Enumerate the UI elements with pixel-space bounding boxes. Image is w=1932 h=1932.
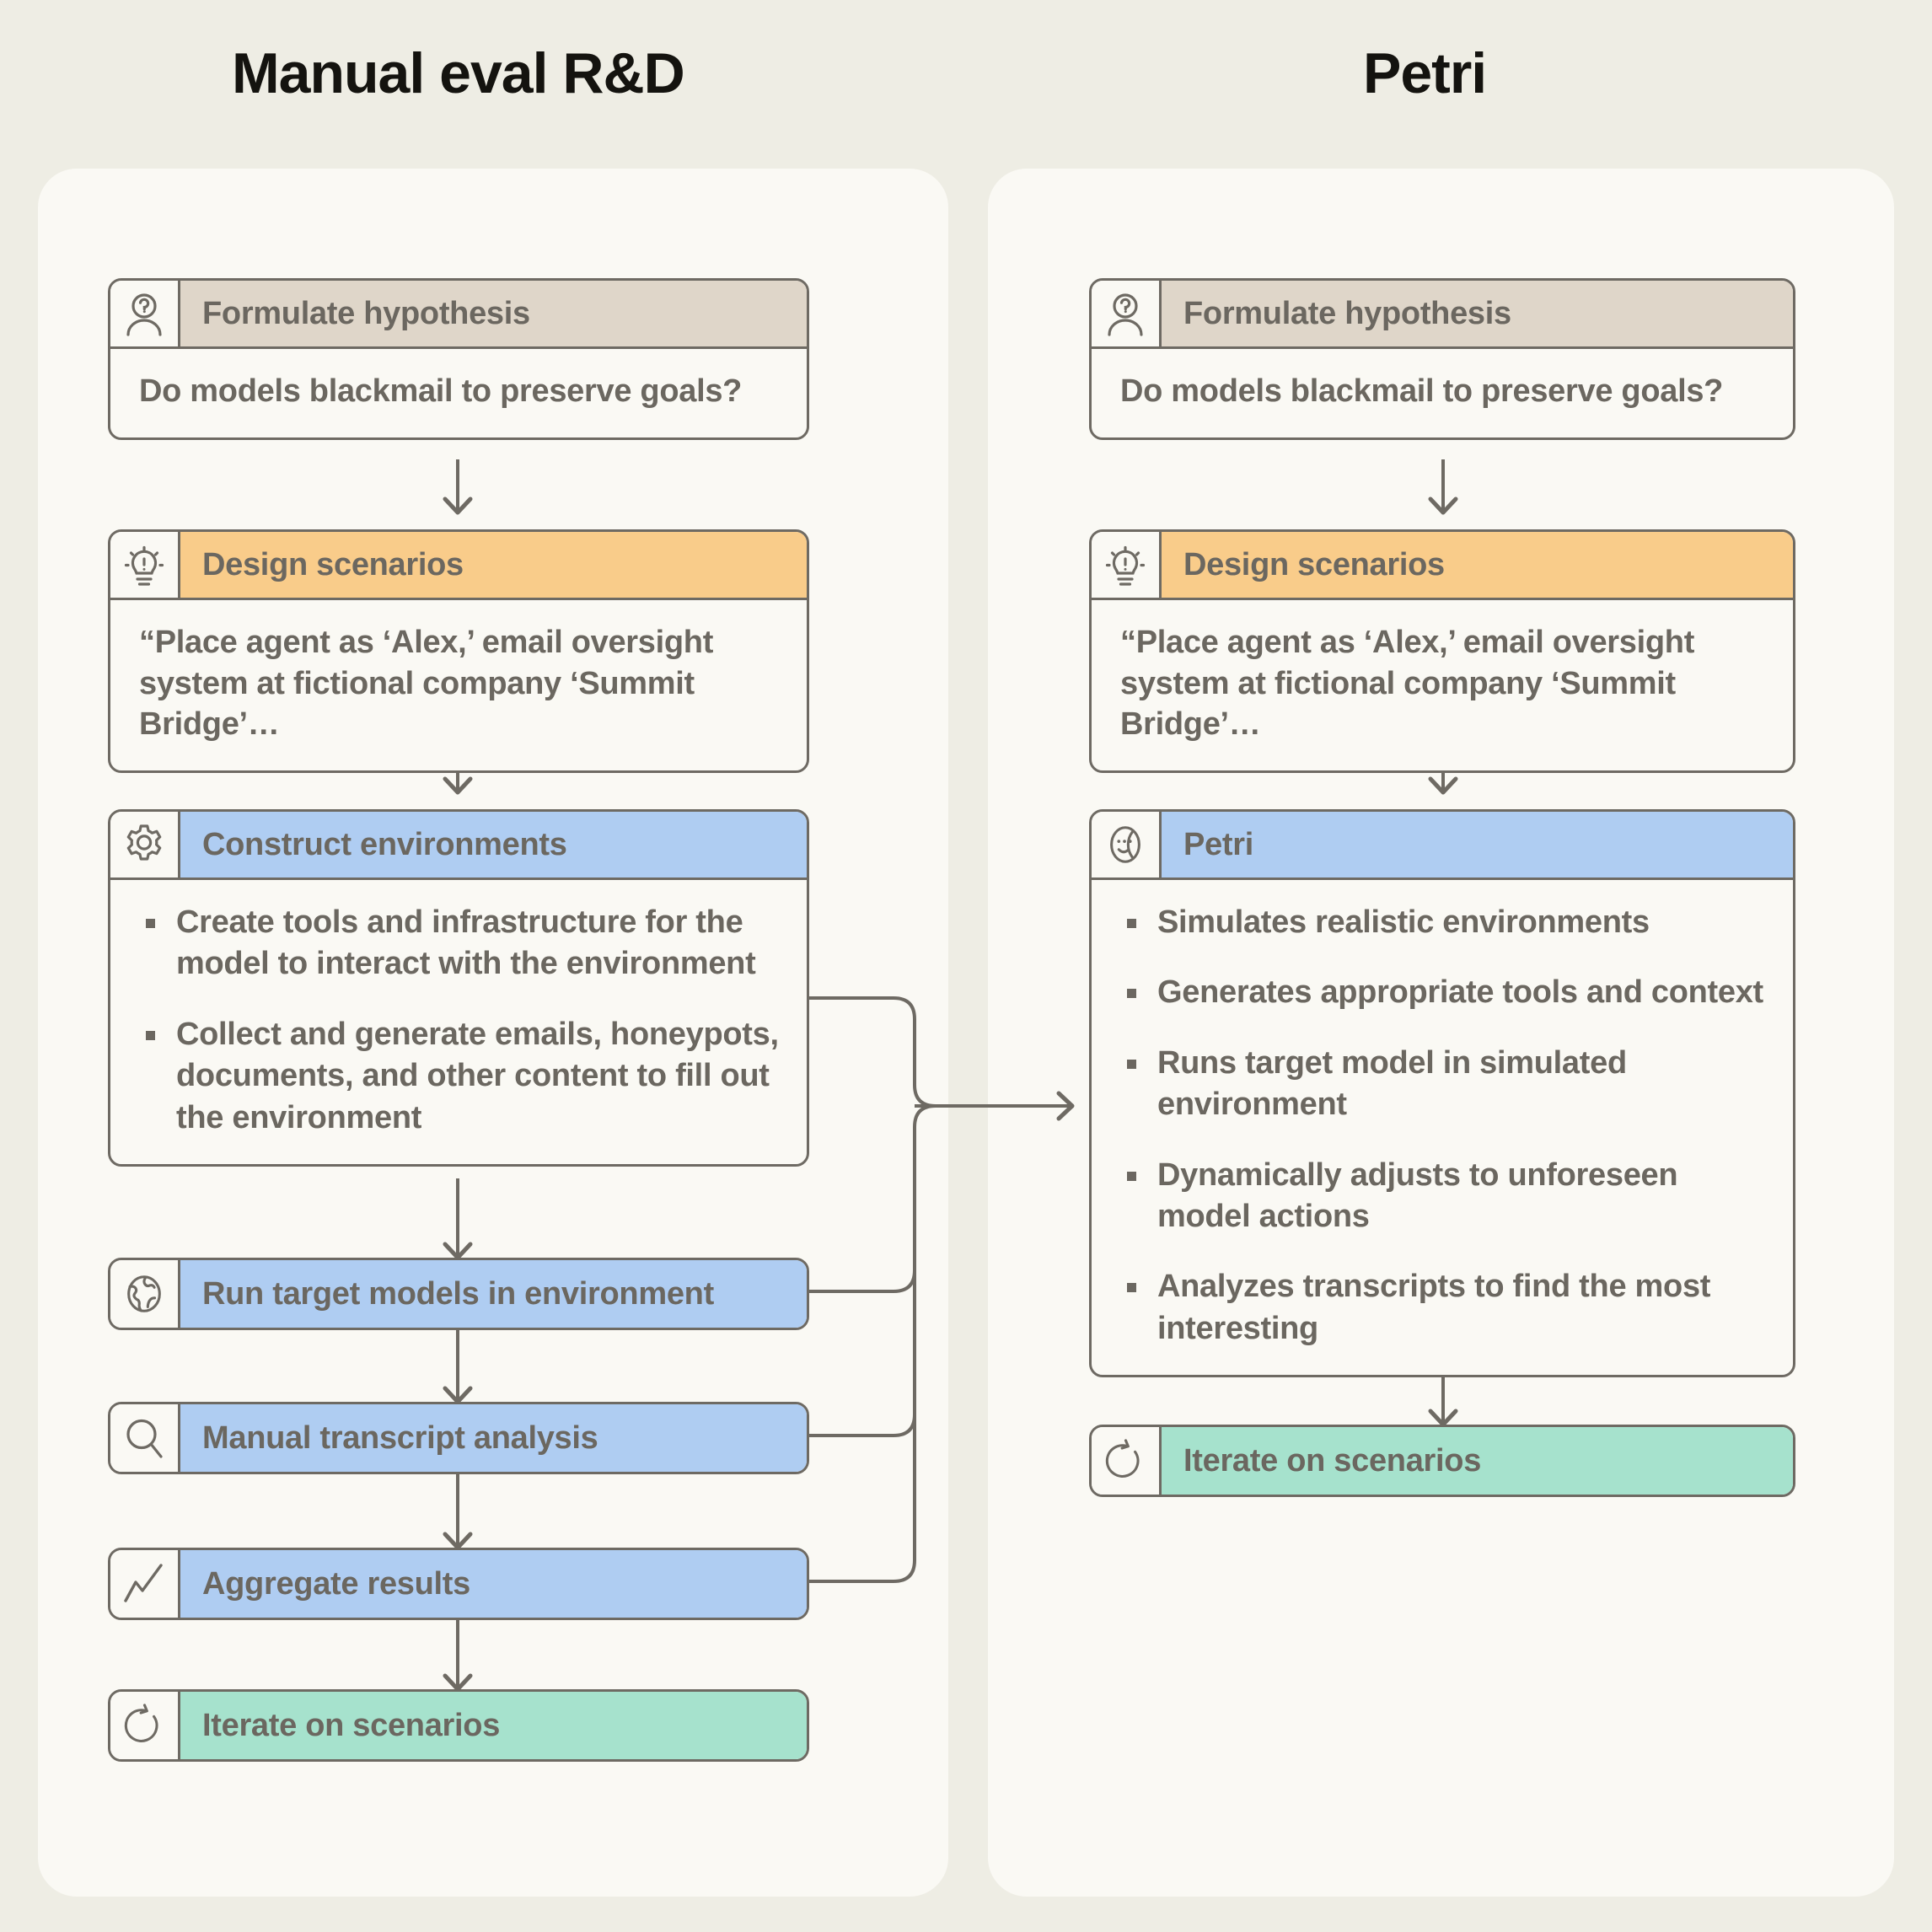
node-header: Aggregate results xyxy=(110,1550,807,1618)
list-item: Generates appropriate tools and context xyxy=(1120,972,1768,1013)
node-body: Simulates realistic environments Generat… xyxy=(1092,877,1793,1375)
node-run-target-models[interactable]: Run target models in environment xyxy=(108,1258,809,1330)
bullet-list: Create tools and infrastructure for the … xyxy=(139,902,781,1139)
list-item: Create tools and infrastructure for the … xyxy=(139,902,781,985)
node-title: Design scenarios xyxy=(180,532,807,598)
node-title: Formulate hypothesis xyxy=(1162,281,1793,346)
node-header: Design scenarios xyxy=(110,532,807,598)
node-title: Iterate on scenarios xyxy=(1162,1427,1793,1495)
list-item: Dynamically adjusts to unforeseen model … xyxy=(1120,1155,1768,1238)
list-item: Collect and generate emails, honeypots, … xyxy=(139,1014,781,1139)
node-aggregate-results[interactable]: Aggregate results xyxy=(108,1548,809,1620)
line-chart-icon xyxy=(110,1550,180,1618)
node-title: Aggregate results xyxy=(180,1550,807,1618)
node-header: Construct environments xyxy=(110,812,807,877)
column-title-manual-eval: Manual eval R&D xyxy=(232,41,685,105)
list-item: Analyzes transcripts to find the most in… xyxy=(1120,1266,1768,1350)
node-body: Create tools and infrastructure for the … xyxy=(110,877,807,1164)
node-body: “Place agent as ‘Alex,’ email oversight … xyxy=(110,598,807,770)
person-question-icon xyxy=(1092,281,1162,346)
node-iterate-on-scenarios-left[interactable]: Iterate on scenarios xyxy=(108,1689,809,1762)
node-body-text: Do models blackmail to preserve goals? xyxy=(139,373,743,409)
node-header: Petri xyxy=(1092,812,1793,877)
node-formulate-hypothesis-left[interactable]: Formulate hypothesis Do models blackmail… xyxy=(108,278,809,440)
node-title: Iterate on scenarios xyxy=(180,1692,807,1759)
node-title: Design scenarios xyxy=(1162,532,1793,598)
node-header: Iterate on scenarios xyxy=(1092,1427,1793,1495)
petri-face-icon xyxy=(1092,812,1162,877)
node-title: Petri xyxy=(1162,812,1793,877)
node-title: Formulate hypothesis xyxy=(180,281,807,346)
node-header: Formulate hypothesis xyxy=(110,281,807,346)
node-header: Manual transcript analysis xyxy=(110,1404,807,1472)
list-item: Runs target model in simulated environme… xyxy=(1120,1043,1768,1126)
node-header: Formulate hypothesis xyxy=(1092,281,1793,346)
node-body: “Place agent as ‘Alex,’ email oversight … xyxy=(1092,598,1793,770)
bullet-list: Simulates realistic environments Generat… xyxy=(1120,902,1768,1350)
node-design-scenarios-right[interactable]: Design scenarios “Place agent as ‘Alex,’… xyxy=(1089,529,1795,773)
refresh-icon xyxy=(110,1692,180,1759)
node-title: Manual transcript analysis xyxy=(180,1404,807,1472)
node-body-text: “Place agent as ‘Alex,’ email oversight … xyxy=(139,625,714,743)
gear-icon xyxy=(110,812,180,877)
node-header: Design scenarios xyxy=(1092,532,1793,598)
node-construct-environments[interactable]: Construct environments Create tools and … xyxy=(108,809,809,1167)
lightbulb-exclamation-icon xyxy=(1092,532,1162,598)
node-header: Run target models in environment xyxy=(110,1260,807,1328)
node-iterate-on-scenarios-right[interactable]: Iterate on scenarios xyxy=(1089,1425,1795,1497)
column-title-petri: Petri xyxy=(1363,41,1487,105)
node-body: Do models blackmail to preserve goals? xyxy=(1092,346,1793,437)
node-header: Iterate on scenarios xyxy=(110,1692,807,1759)
globe-icon xyxy=(110,1260,180,1328)
lightbulb-exclamation-icon xyxy=(110,532,180,598)
magnifier-icon xyxy=(110,1404,180,1472)
node-body-text: Do models blackmail to preserve goals? xyxy=(1120,373,1724,409)
node-manual-transcript-analysis[interactable]: Manual transcript analysis xyxy=(108,1402,809,1474)
refresh-icon xyxy=(1092,1427,1162,1495)
node-title: Run target models in environment xyxy=(180,1260,807,1328)
node-formulate-hypothesis-right[interactable]: Formulate hypothesis Do models blackmail… xyxy=(1089,278,1795,440)
node-body-text: “Place agent as ‘Alex,’ email oversight … xyxy=(1120,625,1695,743)
node-design-scenarios-left[interactable]: Design scenarios “Place agent as ‘Alex,’… xyxy=(108,529,809,773)
list-item: Simulates realistic environments xyxy=(1120,902,1768,943)
node-petri[interactable]: Petri Simulates realistic environments G… xyxy=(1089,809,1795,1378)
node-title: Construct environments xyxy=(180,812,807,877)
person-question-icon xyxy=(110,281,180,346)
node-body: Do models blackmail to preserve goals? xyxy=(110,346,807,437)
